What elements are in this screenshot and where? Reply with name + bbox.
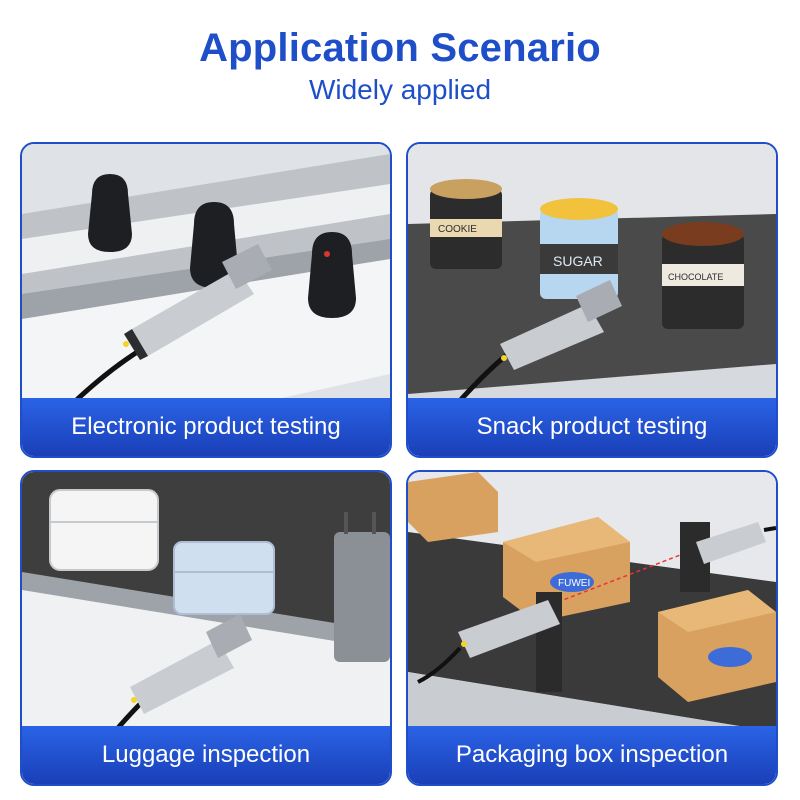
electronic-scene-illustration	[22, 144, 390, 456]
scenario-card-luggage: Luggage inspection	[20, 470, 392, 786]
scenario-card-electronic: Electronic product testing	[20, 142, 392, 458]
card-caption: Electronic product testing	[22, 398, 390, 456]
cardboard-box-icon	[408, 472, 776, 702]
card-caption: Luggage inspection	[22, 726, 390, 784]
car-charger-icon	[88, 174, 356, 318]
page-subtitle: Widely applied	[308, 74, 492, 105]
suitcase-icon	[49, 489, 390, 662]
jar-label-sugar: SUGAR	[553, 253, 603, 269]
page-title: Application Scenario	[199, 26, 601, 70]
jar-label-cookie: COOKIE	[438, 224, 477, 235]
card-caption: Snack product testing	[408, 398, 776, 456]
jar-label-chocolate: CHOCOLATE	[668, 272, 723, 282]
cookie-jar-icon	[430, 179, 744, 329]
scenario-card-snack: COOKIE SUGAR CHOCOLATE Snack product tes…	[406, 142, 778, 458]
laser-beam-icon	[557, 551, 689, 603]
scenario-card-packaging: FUWEI Packaging box inspection	[406, 470, 778, 786]
card-caption: Packaging box inspection	[408, 726, 776, 784]
proximity-sensor-icon	[417, 522, 776, 684]
box-brand-label: FUWEI	[558, 578, 590, 589]
